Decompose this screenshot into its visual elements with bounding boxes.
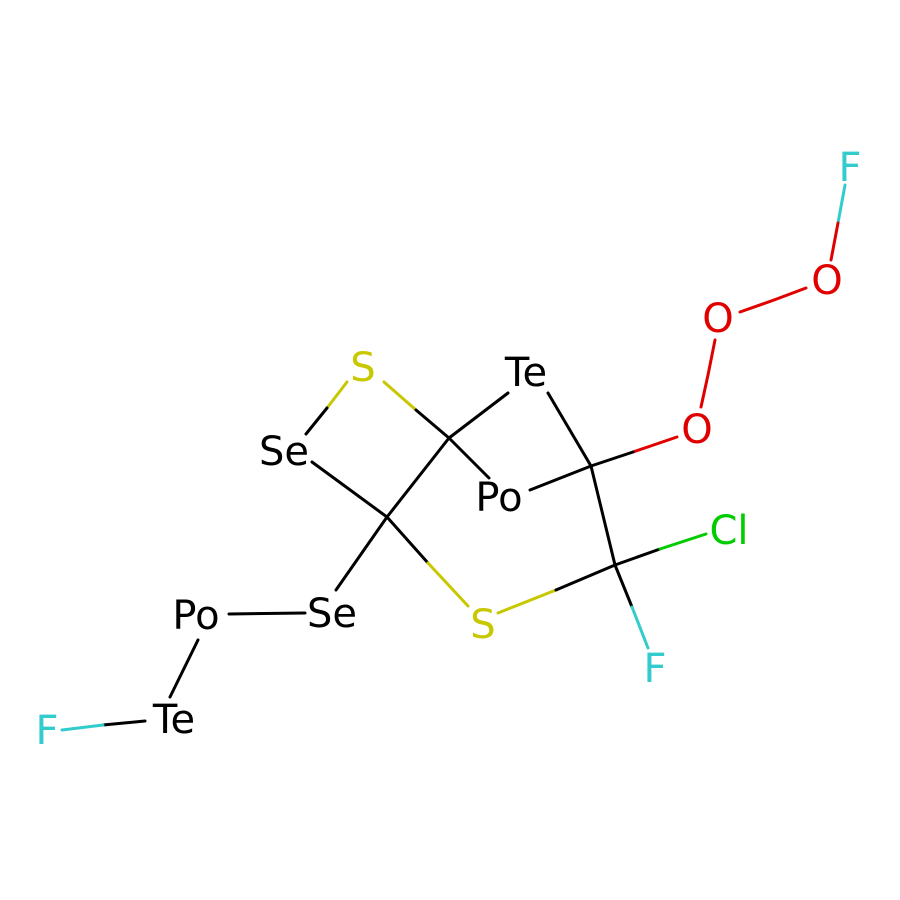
atom-label-s: S xyxy=(470,602,495,648)
bond-s-c xyxy=(496,588,558,615)
atom-label-s: S xyxy=(350,345,375,391)
atom-label-se: Se xyxy=(259,429,309,475)
bond-o-o xyxy=(772,286,808,302)
bond-se-c xyxy=(310,460,389,519)
bond-c-s xyxy=(426,561,470,608)
bond-s-se xyxy=(304,406,329,436)
atom-label-f: F xyxy=(35,708,58,754)
bond-te-f xyxy=(101,719,147,727)
bond-po-c xyxy=(528,464,593,492)
atom-label-cl: Cl xyxy=(709,508,748,554)
bond-s-c xyxy=(554,563,617,592)
atom-label-se: Se xyxy=(307,591,357,637)
bond-f-o xyxy=(829,221,840,262)
atom-label-te: Te xyxy=(152,697,195,743)
bond-c-cl xyxy=(658,532,708,551)
atom-label-po: Po xyxy=(475,475,522,521)
bond-c-f xyxy=(613,563,634,609)
atom-label-te: Te xyxy=(504,350,547,396)
bond-c-cl xyxy=(613,547,662,567)
bond-c-f xyxy=(630,605,650,650)
bond-o-c xyxy=(631,435,679,454)
bond-o-o xyxy=(738,298,776,314)
bond-s-c xyxy=(382,380,418,412)
bond-te-c xyxy=(546,391,593,468)
atom-label-po: Po xyxy=(172,593,219,639)
bond-c-s xyxy=(385,515,430,565)
bond-te-c xyxy=(447,391,510,440)
bond-s-c xyxy=(414,408,451,440)
atom-label-f: F xyxy=(838,145,861,191)
bond-c-c xyxy=(589,464,617,567)
bond-s-se xyxy=(325,380,349,410)
bond-o-c xyxy=(589,450,635,468)
bond-po-te xyxy=(168,638,200,699)
bond-f-o xyxy=(836,183,847,225)
bond-o-o xyxy=(699,373,710,409)
atom-label-o: O xyxy=(811,258,842,304)
bond-se-po xyxy=(227,611,307,616)
bond-c-c xyxy=(385,436,451,519)
bond-te-f xyxy=(60,723,105,732)
atom-label-f: F xyxy=(643,646,666,692)
bond-o-o xyxy=(706,338,717,377)
atom-label-o: O xyxy=(702,296,733,342)
bond-po-c xyxy=(447,436,491,480)
atom-label-o: O xyxy=(681,407,712,453)
bond-c-se xyxy=(334,515,389,592)
